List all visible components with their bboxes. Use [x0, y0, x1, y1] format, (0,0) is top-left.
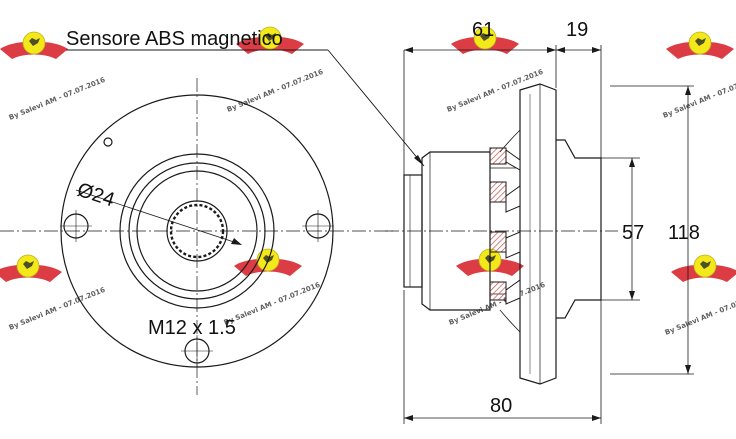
hub-inner-ring — [128, 162, 266, 300]
hub-bore-ring — [136, 170, 258, 292]
watermark-text: By Salevi AM - 07.07.2016 By Salevi AM -… — [8, 68, 736, 337]
bearing-ball-upper-1 — [489, 147, 507, 165]
bearing-ball-lower-2 — [489, 281, 507, 301]
bearing-ball-upper-2 — [489, 181, 507, 203]
bore-diameter-leader — [75, 189, 241, 245]
dimension-lines — [403, 45, 694, 424]
spline-inner — [169, 203, 225, 259]
dimension-118: 118 — [668, 222, 700, 244]
watermark-label: By Salevi AM - 07.07.2016 — [662, 74, 736, 120]
bearing-rows — [489, 147, 521, 305]
watermark-label: By Salevi AM - 07.07.2016 — [8, 76, 107, 122]
dimension-61: 61 — [472, 19, 494, 41]
bore-diameter-label: Ø24 — [74, 179, 117, 212]
watermark-label: By Salevi AM - 07.07.2016 — [226, 68, 325, 114]
hub-spigot — [556, 139, 602, 319]
dimension-57: 57 — [622, 222, 644, 244]
abs-sensor-callout: Sensore ABS magnetico — [66, 28, 283, 50]
watermark-label: By Salevi AM - 07.07.2016 — [223, 281, 322, 327]
dimension-19: 19 — [566, 19, 588, 41]
dimension-80: 80 — [490, 395, 512, 417]
front-view — [0, 78, 395, 395]
side-view — [385, 83, 618, 385]
thread-label: M12 x 1.5 — [148, 317, 236, 339]
hub-flange — [519, 83, 557, 385]
hub-outer-ring — [119, 153, 275, 309]
spline-outer — [166, 200, 228, 262]
watermark-label: By Salevi AM - 07.07.2016 — [664, 291, 736, 337]
watermark-label: By Salevi AM - 07.07.2016 — [446, 68, 545, 114]
bearing-ball-lower-1 — [489, 231, 507, 253]
pin-hole — [103, 137, 113, 147]
abs-callout-leader — [66, 49, 425, 167]
watermark-label: By Salevi AM - 07.07.2016 — [8, 286, 107, 332]
